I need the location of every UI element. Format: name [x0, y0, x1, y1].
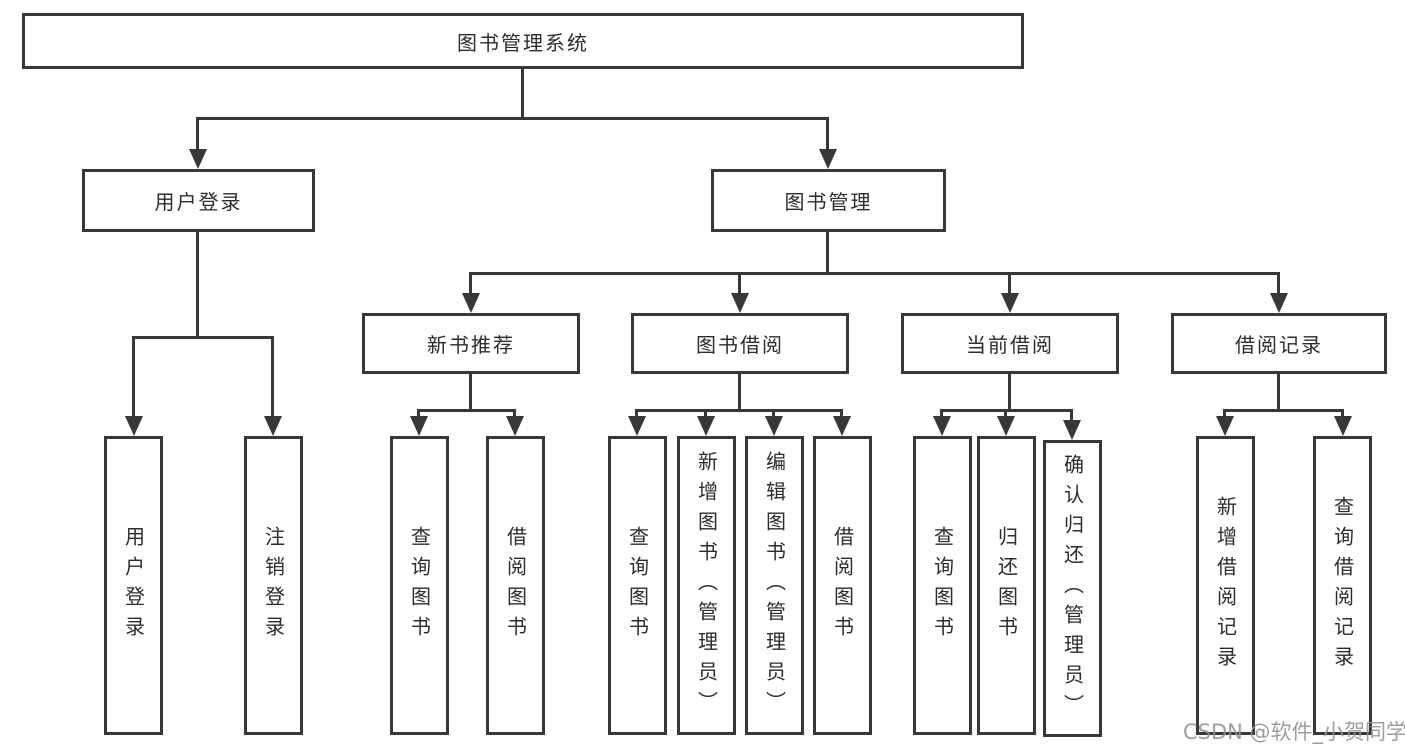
- connector-line: [738, 373, 741, 411]
- arrowhead-down-icon: [697, 416, 715, 436]
- connector-line: [826, 117, 829, 152]
- arrowhead-down-icon: [1063, 420, 1081, 440]
- leaf-confirm-return-admin: 确认归还（管理员）: [1043, 440, 1102, 737]
- arrowhead-down-icon: [410, 416, 428, 436]
- connector-line: [132, 336, 274, 339]
- node-current-borrowing: 当前借阅: [901, 313, 1119, 374]
- leaf-add-book-admin: 新增图书（管理员）: [677, 436, 736, 735]
- arrowhead-down-icon: [933, 416, 951, 436]
- connector-line: [1277, 272, 1280, 296]
- connector-line: [826, 232, 829, 274]
- connector-line: [469, 272, 1280, 275]
- connector-line: [417, 409, 516, 412]
- leaf-query-books-current: 查询图书: [913, 436, 972, 735]
- connector-line: [1277, 373, 1280, 411]
- leaf-logout-label: 注销登录: [261, 525, 286, 646]
- connector-line: [1008, 373, 1011, 411]
- arrowhead-down-icon: [1334, 416, 1352, 436]
- node-library-system: 图书管理系统: [22, 13, 1024, 69]
- arrowhead-down-icon: [462, 293, 480, 313]
- leaf-query-books-current-label: 查询图书: [930, 525, 955, 646]
- leaf-add-borrow-record-label: 新增借阅记录: [1213, 495, 1238, 676]
- node-user-login: 用户登录: [82, 169, 315, 232]
- leaf-return-book: 归还图书: [977, 436, 1036, 735]
- leaf-query-borrow-record: 查询借阅记录: [1313, 436, 1372, 735]
- node-borrowing-records: 借阅记录: [1171, 313, 1387, 374]
- connector-line: [132, 336, 135, 420]
- arrowhead-down-icon: [765, 416, 783, 436]
- leaf-logout: 注销登录: [244, 436, 303, 735]
- connector-line: [1008, 272, 1011, 296]
- connector-line: [1341, 409, 1344, 419]
- connector-line: [940, 409, 943, 419]
- leaf-user-login: 用户登录: [104, 436, 163, 735]
- connector-line: [1223, 409, 1226, 419]
- connector-line: [772, 409, 775, 419]
- connector-line: [521, 69, 524, 118]
- leaf-borrow-books-borrowing-label: 借阅图书: [830, 525, 855, 646]
- leaf-query-books-borrowing: 查询图书: [608, 436, 667, 735]
- arrowhead-down-icon: [1270, 293, 1288, 313]
- connector-line: [196, 117, 199, 152]
- arrowhead-down-icon: [125, 416, 143, 436]
- leaf-query-books-recommend: 查询图书: [390, 436, 449, 735]
- node-current-borrowing-label: 当前借阅: [966, 333, 1054, 357]
- connector-line: [271, 336, 274, 420]
- leaf-edit-book-admin-label: 编辑图书（管理员）: [762, 450, 787, 721]
- node-new-book-recommend: 新书推荐: [362, 313, 580, 374]
- node-new-book-recommend-label: 新书推荐: [427, 333, 515, 357]
- node-book-management-label: 图书管理: [784, 190, 873, 214]
- connector-line: [635, 409, 843, 412]
- connector-line: [513, 409, 516, 419]
- connector-line: [469, 373, 472, 411]
- connector-line: [635, 409, 638, 419]
- connector-line: [738, 272, 741, 296]
- connector-line: [1004, 409, 1007, 419]
- leaf-query-books-recommend-label: 查询图书: [407, 525, 432, 646]
- leaf-add-borrow-record: 新增借阅记录: [1196, 436, 1255, 735]
- connector-line: [417, 409, 420, 419]
- connector-line: [469, 272, 472, 296]
- node-library-system-label: 图书管理系统: [457, 30, 589, 55]
- arrowhead-down-icon: [997, 416, 1015, 436]
- leaf-confirm-return-admin-label: 确认归还（管理员）: [1060, 453, 1085, 724]
- arrowhead-down-icon: [819, 149, 837, 169]
- node-user-login-label: 用户登录: [154, 190, 243, 214]
- leaf-borrow-books-recommend: 借阅图书: [486, 436, 545, 735]
- leaf-borrow-books-recommend-label: 借阅图书: [503, 525, 528, 646]
- arrowhead-down-icon: [628, 416, 646, 436]
- csdn-watermark: CSDN @软件_小贺同学: [1183, 720, 1405, 744]
- arrowhead-down-icon: [264, 416, 282, 436]
- arrowhead-down-icon: [833, 416, 851, 436]
- arrowhead-down-icon: [189, 149, 207, 169]
- arrowhead-down-icon: [506, 416, 524, 436]
- node-book-borrowing-label: 图书借阅: [696, 333, 784, 357]
- leaf-add-book-admin-label: 新增图书（管理员）: [694, 450, 719, 721]
- leaf-edit-book-admin: 编辑图书（管理员）: [745, 436, 804, 735]
- leaf-query-books-borrowing-label: 查询图书: [625, 525, 650, 646]
- connector-line: [196, 232, 199, 338]
- connector-line: [1223, 409, 1344, 412]
- arrowhead-down-icon: [1216, 416, 1234, 436]
- leaf-return-book-label: 归还图书: [994, 525, 1019, 646]
- node-borrowing-records-label: 借阅记录: [1235, 333, 1323, 357]
- connector-line: [196, 117, 829, 120]
- connector-line: [704, 409, 707, 419]
- arrowhead-down-icon: [731, 293, 749, 313]
- connector-line: [840, 409, 843, 419]
- arrowhead-down-icon: [1001, 293, 1019, 313]
- leaf-borrow-books-borrowing: 借阅图书: [813, 436, 872, 735]
- connector-line: [1070, 409, 1073, 421]
- leaf-user-login-label: 用户登录: [121, 525, 146, 646]
- node-book-borrowing: 图书借阅: [631, 313, 849, 374]
- node-book-management: 图书管理: [711, 169, 946, 232]
- leaf-query-borrow-record-label: 查询借阅记录: [1330, 495, 1355, 676]
